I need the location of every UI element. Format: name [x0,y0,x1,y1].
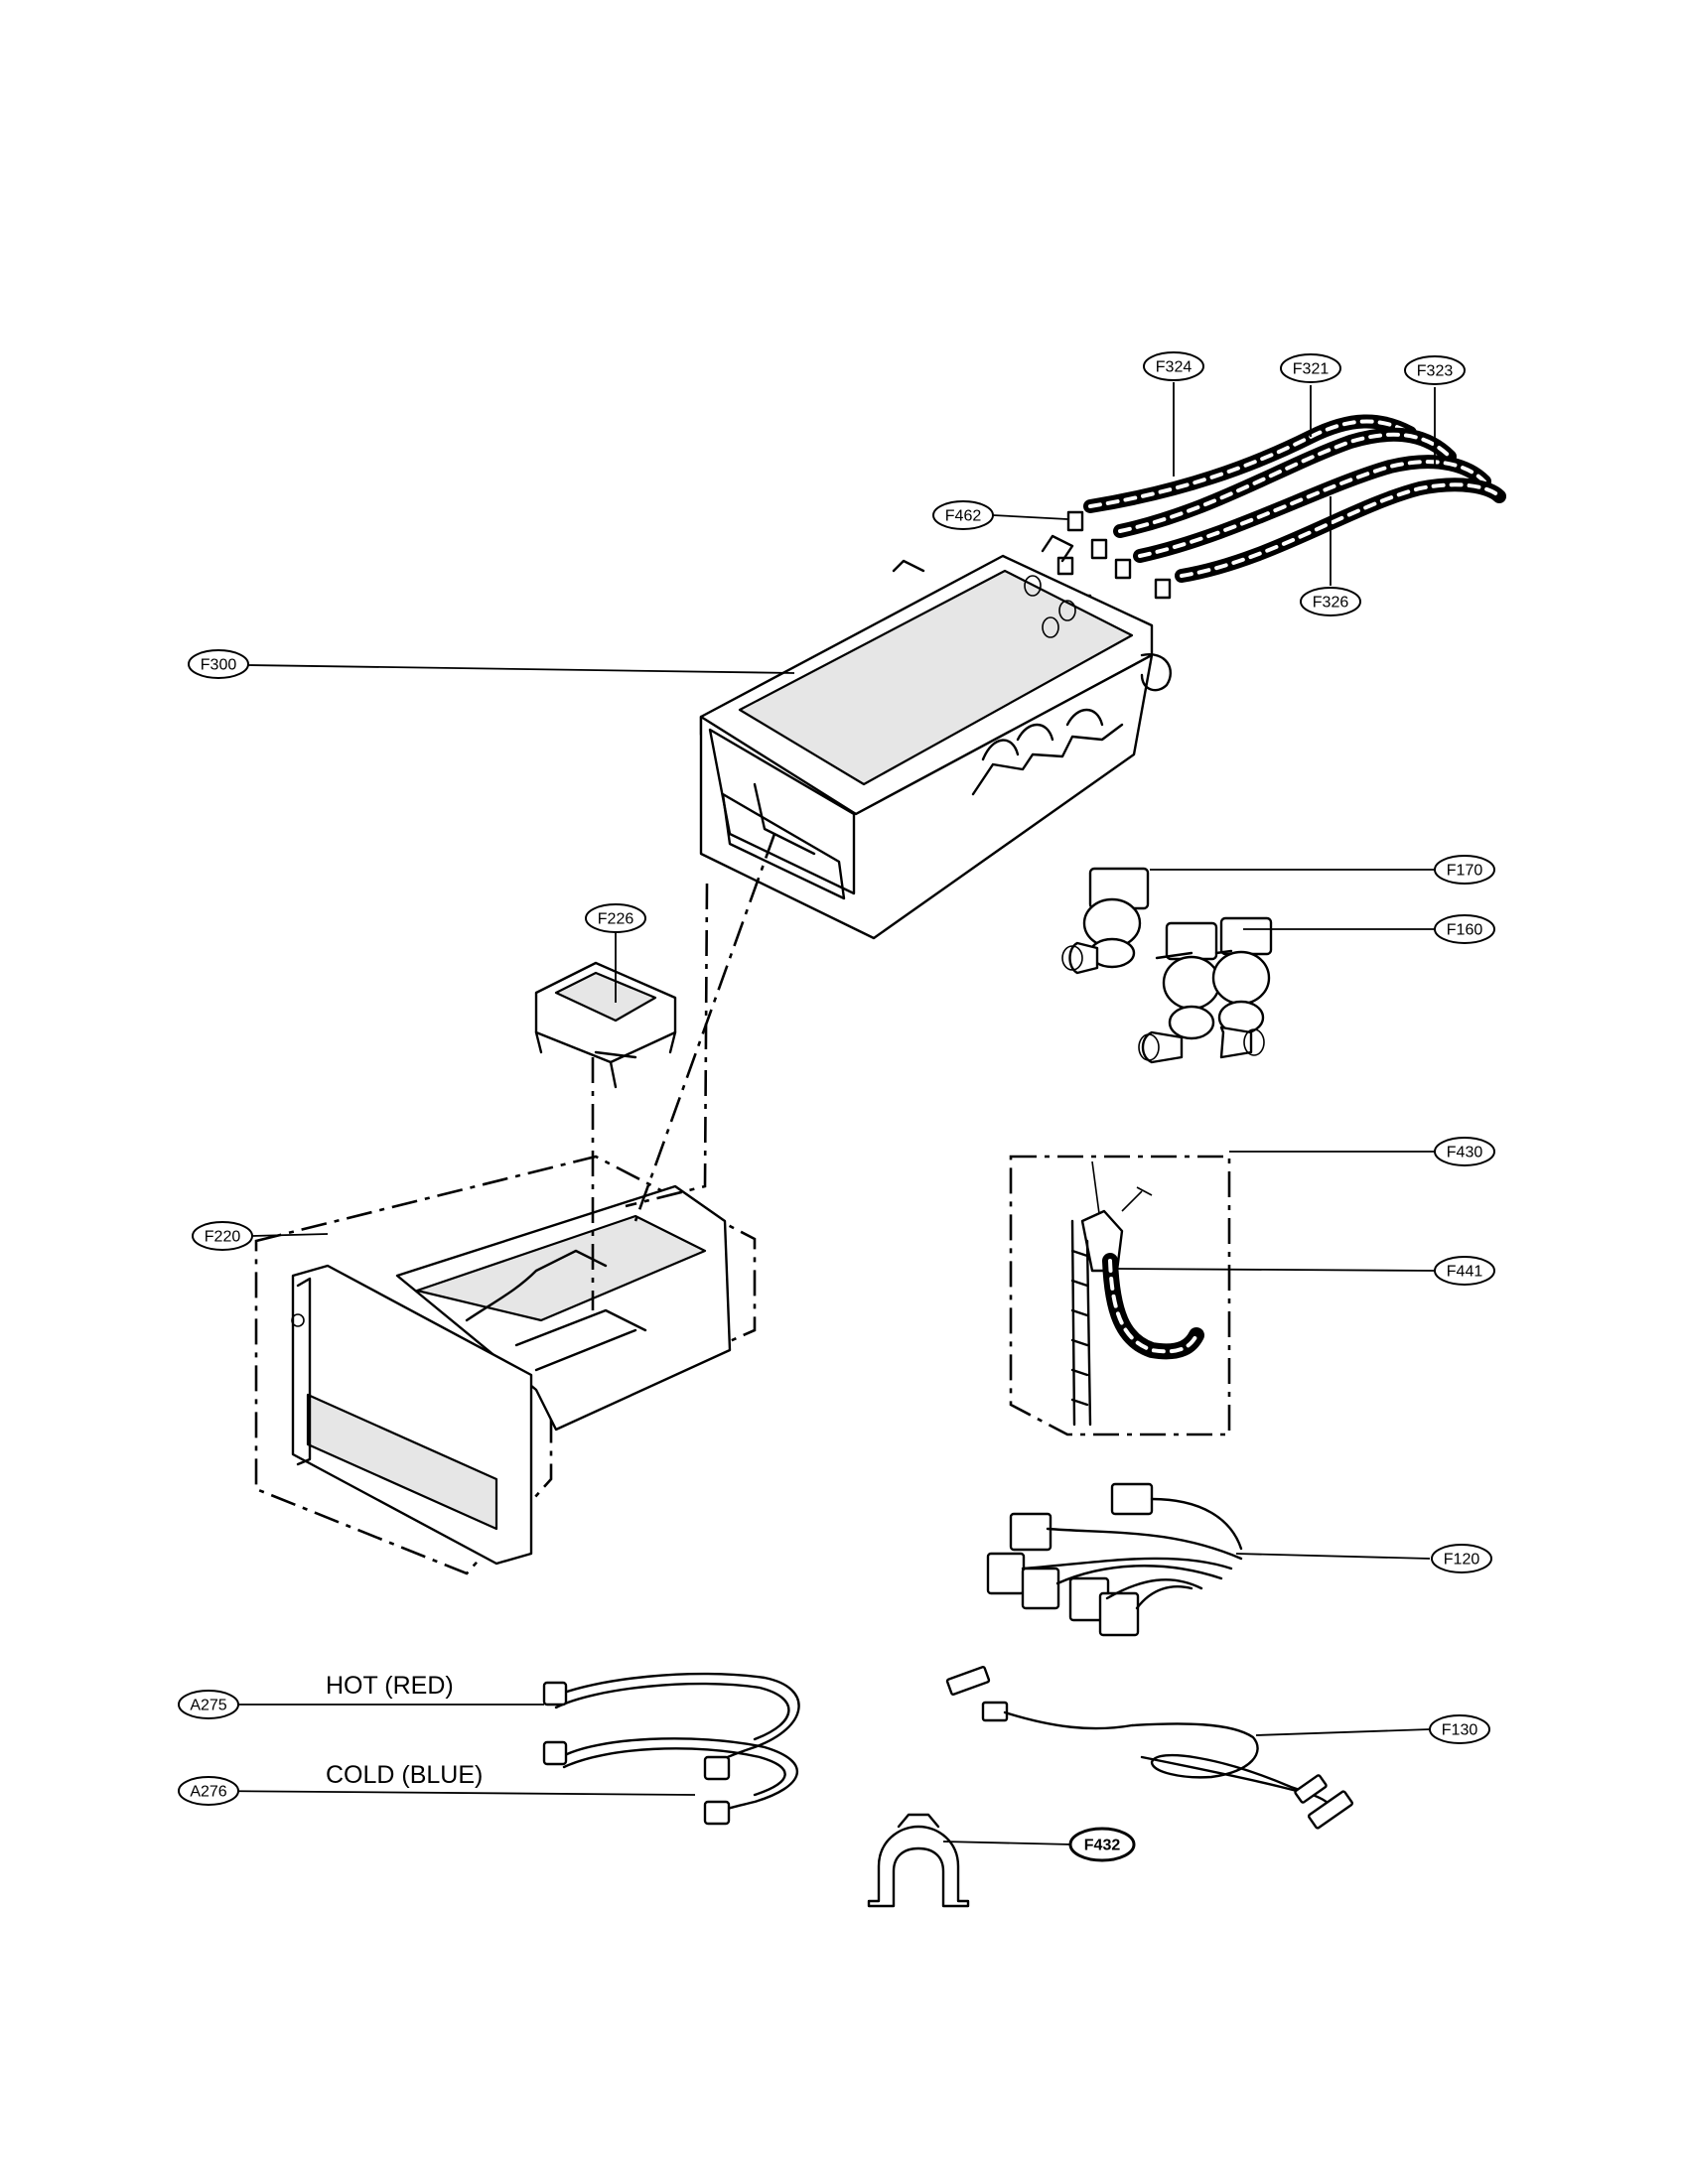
callout-label: F441 [1447,1264,1483,1281]
cold-caption: COLD (BLUE) [326,1761,483,1789]
callout-label: A276 [190,1784,226,1801]
callout-label: F321 [1293,361,1330,378]
clamp [1114,558,1132,580]
callout-label: F326 [1313,595,1349,612]
guide-line [625,883,709,1208]
detergent-drawer [254,1155,757,1575]
callout-f321: F321 [1280,353,1341,383]
clamp [1090,538,1108,560]
callout-f323: F323 [1404,355,1466,385]
callout-label: F324 [1156,359,1193,376]
leader-lines [208,382,1436,1845]
callout-a275: A275 [178,1690,239,1719]
callout-f462: F462 [932,500,994,530]
guide-line [633,833,776,1222]
callout-f324: F324 [1143,351,1204,381]
callout-f430: F430 [1434,1137,1495,1166]
drain-hose-assembly [1009,1155,1231,1436]
wiring-harness-f120 [986,1482,1243,1637]
siphon-cap [534,961,677,1089]
callout-label: F226 [598,911,634,928]
callout-f432: F432 [1068,1827,1136,1862]
callout-label: F300 [201,657,237,674]
callout-f120: F120 [1431,1544,1492,1573]
callout-label: F323 [1417,363,1454,380]
callout-f326: F326 [1300,587,1361,616]
callout-label: F160 [1447,922,1483,939]
callout-f226: F226 [585,903,646,933]
dispenser-housing [699,534,1172,940]
callout-label: F462 [945,508,982,525]
callout-f300: F300 [188,649,249,679]
callout-label: F130 [1442,1722,1478,1739]
wiring-harness-f130 [945,1666,1354,1830]
clamp [1154,578,1172,600]
inlet-hose-pair [542,1672,800,1826]
hot-caption: HOT (RED) [326,1672,454,1700]
water-valves [1061,867,1273,1064]
callout-f220: F220 [192,1221,253,1251]
clamp [1066,510,1084,532]
callout-f441: F441 [1434,1256,1495,1286]
callout-f160: F160 [1434,914,1495,944]
callout-f130: F130 [1429,1714,1490,1744]
clamp [1056,556,1074,576]
callout-a276: A276 [178,1776,239,1806]
callout-label: F170 [1447,863,1483,880]
callout-label: F120 [1444,1552,1480,1569]
callout-label: F432 [1084,1838,1121,1854]
inlet-hoses [1056,414,1506,614]
callout-f170: F170 [1434,855,1495,885]
callout-label: F430 [1447,1145,1483,1161]
hose-clip [867,1813,970,1908]
callout-label: A275 [190,1698,226,1714]
callout-label: F220 [205,1229,241,1246]
